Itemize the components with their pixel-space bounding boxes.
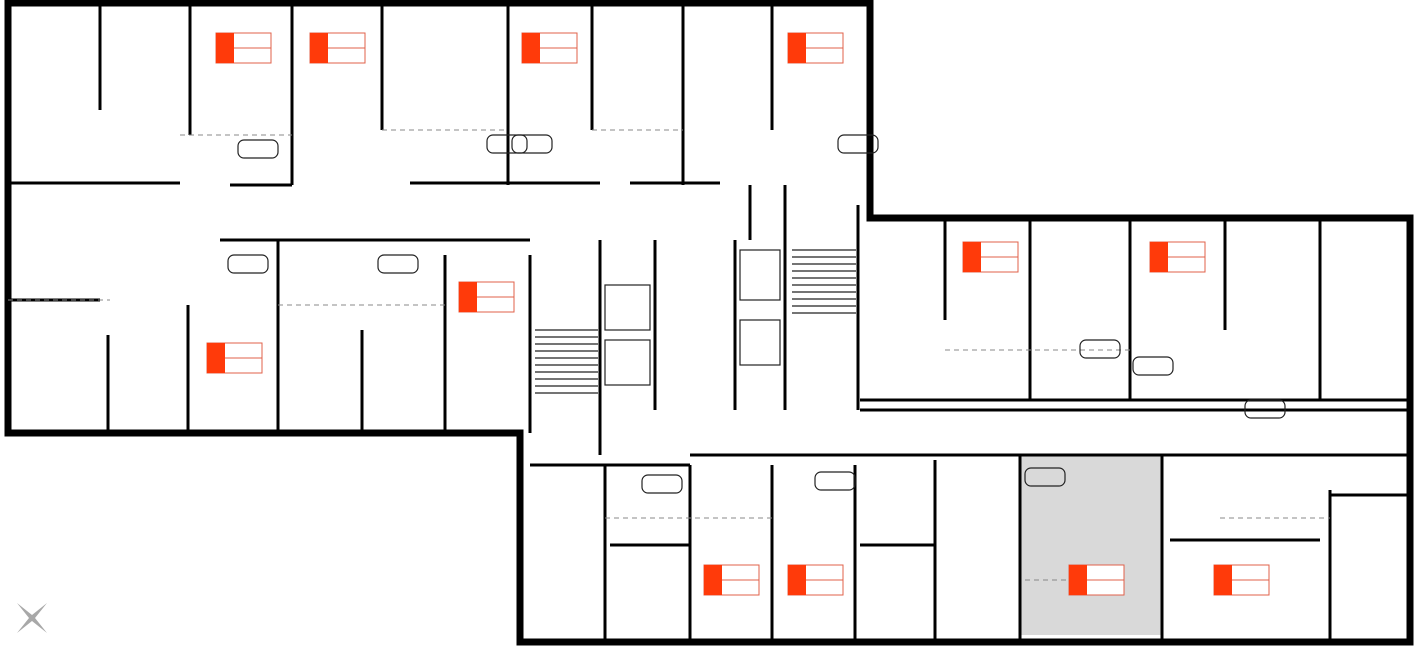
bed-marker-icon (215, 32, 272, 64)
bed-marker-icon (309, 32, 366, 64)
bed-marker-icon (787, 32, 844, 64)
apartment-markers (206, 32, 1270, 596)
bathtub-icon (641, 474, 683, 494)
elevator-shaft (739, 249, 781, 301)
bed-marker-icon (1213, 564, 1270, 596)
bed-marker-icon (703, 564, 760, 596)
bathtub-icon (237, 139, 279, 159)
bed-marker-icon (787, 564, 844, 596)
elevator-shaft (604, 284, 651, 331)
bed-marker-icon (206, 342, 263, 374)
bathtub-icon (227, 254, 269, 274)
highlighted-apartment[interactable] (1020, 455, 1162, 635)
bathtub-icon (837, 134, 879, 154)
bathtub-icon (377, 254, 419, 274)
bathtub-icon (1024, 467, 1066, 487)
compass-icon (17, 603, 47, 633)
bed-marker-icon (1149, 241, 1206, 273)
bathtub-icon (1132, 356, 1174, 376)
bathtub-icon (814, 471, 856, 491)
dashed-zone-lines (8, 129, 1330, 581)
interior-walls (8, 3, 1410, 640)
bed-marker-icon (962, 241, 1019, 273)
elevator-shaft (604, 339, 651, 386)
bathtub-icon (511, 134, 553, 154)
bathtub-icon (1244, 399, 1286, 419)
bathtub-icon (1079, 339, 1121, 359)
elevator-shaft (739, 319, 781, 366)
fixtures (227, 134, 1286, 494)
bed-marker-icon (458, 281, 515, 313)
bed-marker-icon (1068, 564, 1125, 596)
bathtub-icon (486, 134, 528, 154)
exterior-walls (4, 0, 1414, 646)
bed-marker-icon (521, 32, 578, 64)
